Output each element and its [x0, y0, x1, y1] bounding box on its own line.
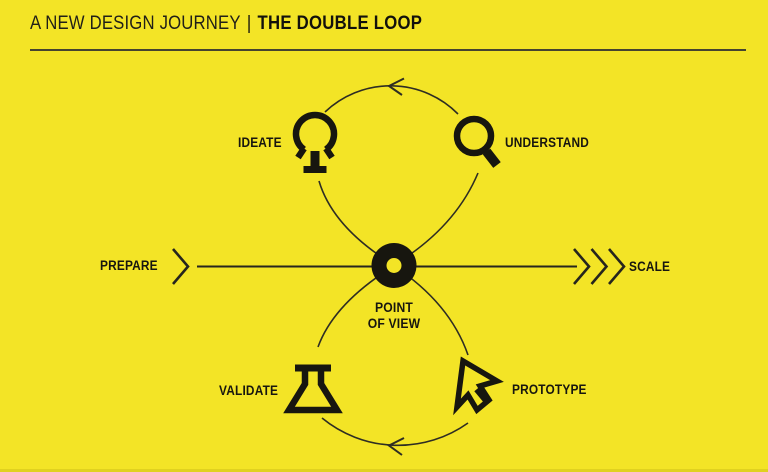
axis-right-chevron-3	[608, 248, 626, 285]
top-loop-arc	[324, 85, 459, 115]
donut-hole	[386, 258, 402, 273]
axis-label-scale: SCALE	[629, 259, 671, 274]
header-separator: |	[246, 13, 252, 34]
page-title: THE DOUBLE LOOP	[257, 13, 423, 34]
axis-left-chevron	[172, 248, 190, 285]
axis-right-chevron-2	[590, 248, 609, 285]
point-of-view-caption: POINT OF VIEW	[349, 300, 439, 332]
header-pretitle: A NEW DESIGN JOURNEY	[30, 13, 241, 34]
magnifier-icon	[453, 115, 501, 168]
stage-label-ideate: IDEATE	[238, 135, 282, 150]
axis-right-chevron-1	[573, 248, 591, 285]
stage-label-prototype: PROTOTYPE	[512, 382, 587, 397]
stage-label-validate: VALIDATE	[218, 383, 278, 398]
axis-label-prepare: PREPARE	[100, 258, 158, 273]
header-bar: A NEW DESIGN JOURNEY|THE DOUBLE LOOP	[30, 13, 422, 35]
bottom-edge-strip	[0, 469, 768, 472]
donut-ring-icon	[371, 243, 417, 288]
point-of-view-line1: POINT	[374, 300, 414, 315]
bottom-loop-arc	[321, 417, 469, 447]
cursor-icon	[453, 356, 504, 416]
top-loop-arrowhead	[387, 77, 405, 96]
flask-icon	[283, 364, 343, 414]
header-divider	[30, 49, 746, 51]
point-of-view-line2: OF VIEW	[367, 316, 421, 331]
lightbulb-icon	[292, 111, 338, 173]
bottom-loop-arrowhead	[387, 437, 405, 456]
stage-label-understand: UNDERSTAND	[505, 135, 590, 150]
